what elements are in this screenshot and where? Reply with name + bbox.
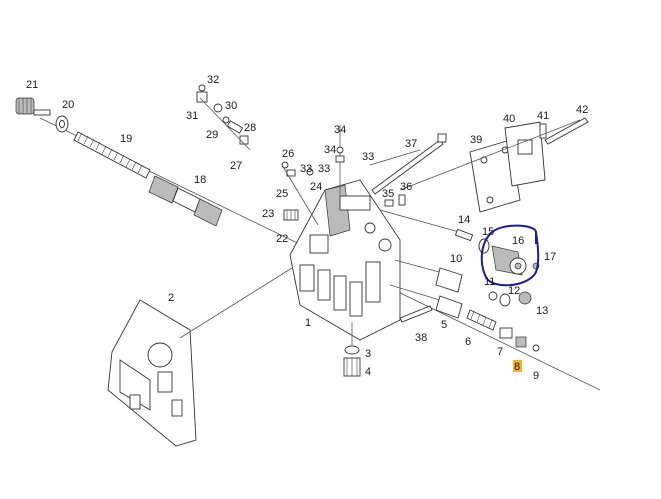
- label-10: 10: [450, 253, 462, 265]
- label-2: 2: [168, 292, 174, 304]
- part-13-nut: [518, 291, 532, 305]
- part-3-seal: [344, 345, 360, 355]
- part-4-filter: [343, 357, 361, 377]
- label-23: 23: [262, 208, 274, 220]
- part-16-solenoid: [491, 245, 527, 276]
- label-15: 15: [482, 226, 494, 238]
- label-38: 38: [415, 332, 427, 344]
- part-29-30-ring: [213, 103, 230, 124]
- label-6: 6: [465, 336, 471, 348]
- label-30: 30: [225, 100, 237, 112]
- part-19-spring: [73, 131, 151, 179]
- label-12: 12: [508, 285, 520, 297]
- part-21-gear: [15, 97, 51, 116]
- part-42-bolt: [544, 117, 589, 145]
- label-22: 22: [276, 233, 288, 245]
- leader-line: [179, 267, 293, 339]
- label-8-highlight: [513, 360, 522, 372]
- label-3: 3: [365, 348, 371, 360]
- label-31: 31: [186, 110, 198, 122]
- label-26: 26: [282, 148, 294, 160]
- label-27: 27: [230, 160, 242, 172]
- part-14-pin: [454, 228, 474, 242]
- part-2-plate: [107, 299, 197, 447]
- label-32: 32: [207, 74, 219, 86]
- label-40: 40: [503, 113, 515, 125]
- part-5-spool: [435, 295, 463, 319]
- label-18: 18: [194, 174, 206, 186]
- leader-line: [281, 164, 319, 226]
- label-35: 35: [382, 188, 394, 200]
- leader-line: [379, 209, 471, 236]
- part-1-valve-body: [289, 179, 401, 341]
- label-5: 5: [441, 319, 447, 331]
- label-42: 42: [576, 104, 588, 116]
- label-17: 17: [544, 251, 556, 263]
- label-25: 25: [276, 188, 288, 200]
- label-7: 7: [497, 346, 503, 358]
- label-19: 19: [120, 133, 132, 145]
- leader-line: [389, 284, 441, 301]
- label-13: 13: [536, 305, 548, 317]
- label-21: 21: [26, 79, 38, 91]
- label-39: 39: [470, 134, 482, 146]
- label-29: 29: [206, 129, 218, 141]
- label-11: 11: [484, 276, 495, 288]
- leader-line: [199, 97, 251, 151]
- label-1: 1: [305, 317, 311, 329]
- part-11-ring: [488, 291, 498, 301]
- label-9: 9: [533, 370, 539, 382]
- label-14: 14: [458, 214, 470, 226]
- part-23-spring: [283, 209, 299, 221]
- part-38-bolt: [399, 305, 433, 323]
- label-34a: 34: [334, 124, 346, 136]
- part-41-bolt: [539, 123, 547, 139]
- label-16: 16: [512, 235, 524, 247]
- part-6-spring: [466, 309, 497, 331]
- part-33-34-screws: [306, 146, 345, 176]
- label-41: 41: [537, 110, 549, 122]
- label-28: 28: [244, 122, 256, 134]
- part-20-washer: [55, 115, 69, 133]
- label-33-right: 33: [362, 151, 374, 163]
- part-35-screw: [384, 199, 394, 207]
- leader-line: [369, 149, 421, 166]
- part-18-spool: [148, 175, 223, 227]
- part-9-clip: [532, 344, 540, 352]
- label-37: 37: [405, 138, 417, 150]
- highlight-circle: [480, 224, 540, 287]
- label-8: 8: [514, 361, 520, 373]
- label-33b: 33: [318, 163, 330, 175]
- label-4: 4: [365, 366, 371, 378]
- part-40-bracket: [504, 121, 546, 187]
- part-37-bolt: [371, 133, 447, 195]
- label-20: 20: [62, 99, 74, 111]
- label-33a: 33: [300, 163, 312, 175]
- label-36: 36: [400, 181, 412, 193]
- label-24: 24: [310, 181, 322, 193]
- part-8-seal: [515, 336, 527, 348]
- label-34b: 34: [324, 144, 336, 156]
- part-12-washer: [499, 293, 511, 307]
- part-31-32-plug: [196, 84, 208, 103]
- part-7-plug: [499, 327, 513, 339]
- part-10-spool: [435, 267, 463, 293]
- leader-line: [399, 119, 581, 191]
- part-36-screw: [398, 194, 406, 206]
